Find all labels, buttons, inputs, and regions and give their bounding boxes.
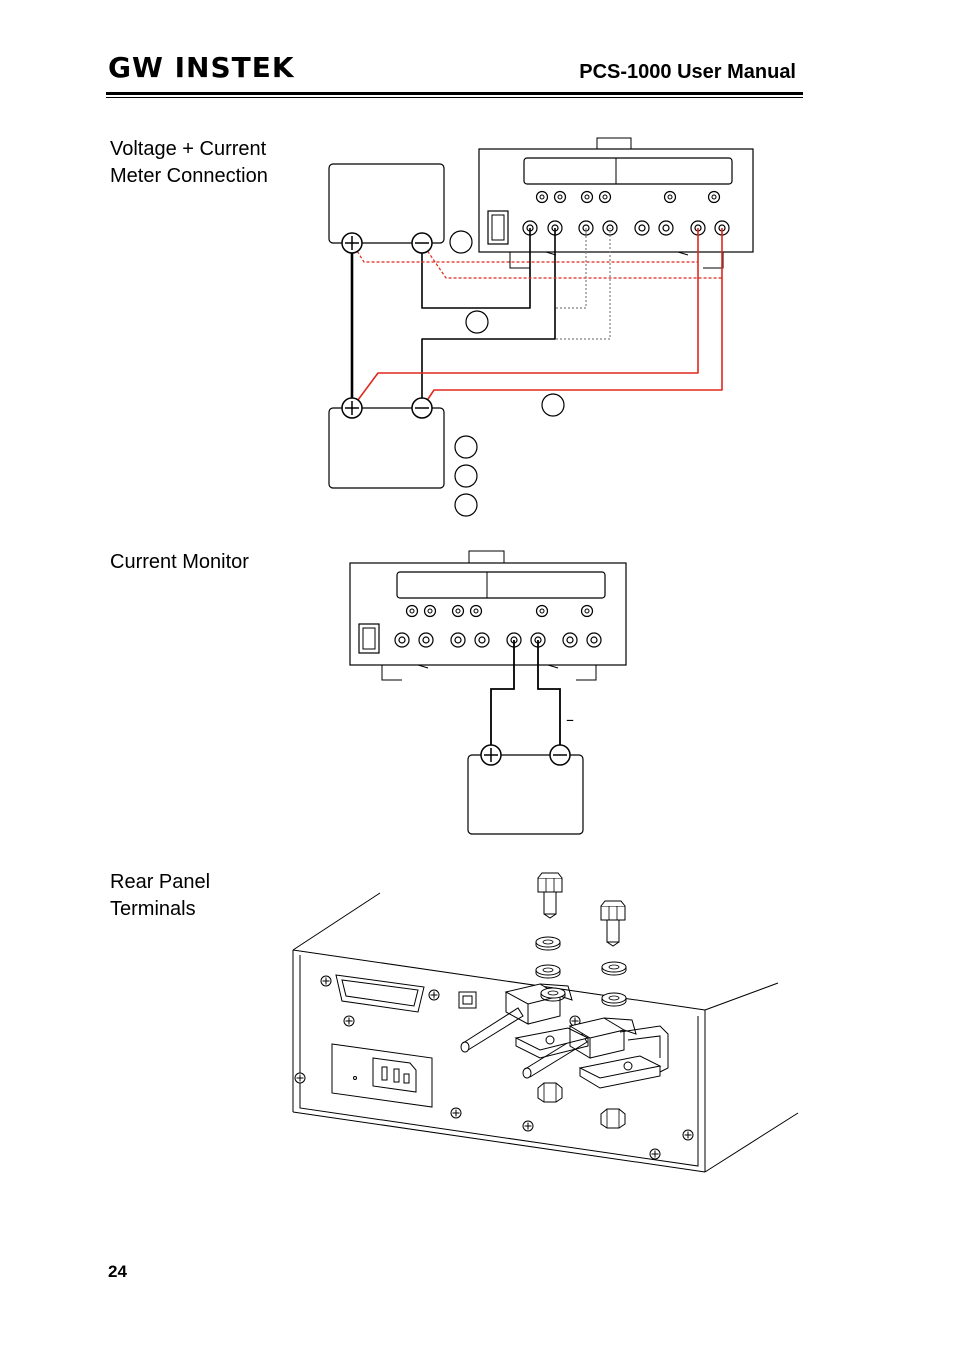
meter-minus-terminal: [411, 232, 433, 254]
wire-red-dotted-2: [421, 242, 722, 279]
instrument-front-panel: [478, 137, 754, 269]
monitor-minus-terminal: [549, 744, 571, 766]
monitor-meter-box: [467, 754, 584, 835]
wire-black-meter: [421, 228, 531, 309]
wire-black-dut: [421, 228, 556, 408]
wire-gray-dotted-1: [556, 228, 587, 309]
rear-panel-diagram: [292, 872, 799, 1173]
manual-title: PCS-1000 User Manual: [579, 61, 796, 83]
callout-circle-c: [541, 393, 565, 417]
dut-minus-terminal: [411, 397, 433, 419]
callout-circle-a: [449, 230, 473, 254]
monitor-plus-terminal: [480, 744, 502, 766]
current-monitor-diagram: –: [349, 550, 627, 835]
wire-red-2: [421, 228, 723, 409]
section-label-rear-panel: Rear Panel Terminals: [110, 871, 211, 920]
monitor-wire-plus: [490, 640, 515, 755]
wire-red-1: [351, 228, 699, 409]
minus-symbol: –: [566, 710, 574, 729]
header-rule: [106, 92, 803, 98]
section-label-voltage-current: Voltage + Current Meter Connection: [110, 138, 268, 187]
meter-box-top: [328, 163, 445, 244]
meter-plus-terminal: [341, 232, 363, 254]
callout-circle-b: [465, 310, 489, 334]
voltage-current-diagram: [328, 137, 754, 517]
wire-gray-dotted-2: [556, 228, 611, 340]
dut-plus-terminal: [341, 397, 363, 419]
monitor-wire-minus: [537, 640, 561, 755]
callout-circle-e: [454, 464, 478, 488]
gw-instek-logo: GW INSTEK: [108, 51, 295, 84]
page-number: 24: [108, 1262, 127, 1281]
callout-circle-f: [454, 493, 478, 517]
dut-box-bottom: [328, 407, 445, 489]
callout-circle-d: [454, 435, 478, 459]
section-label-current-monitor: Current Monitor: [110, 551, 249, 573]
